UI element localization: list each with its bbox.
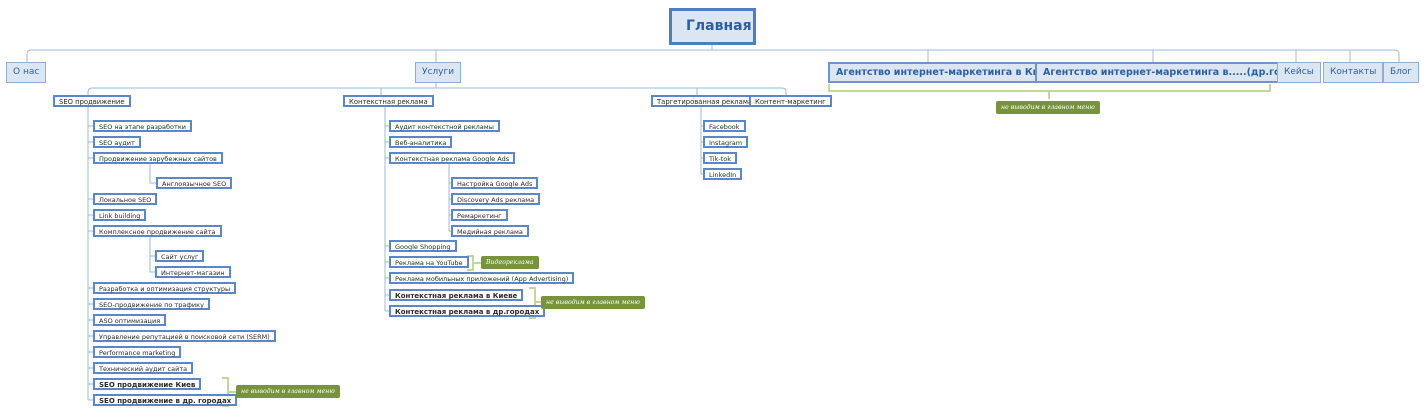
- seo-item[interactable]: Performance marketing: [93, 346, 182, 358]
- top-node-o-nas[interactable]: О нас: [6, 62, 47, 83]
- context-item[interactable]: Аудит контекстной рекламы: [389, 120, 500, 132]
- service-node-seo[interactable]: SEO продвижение: [53, 95, 131, 107]
- seo-item[interactable]: Сайт услуг: [155, 250, 205, 262]
- seo-item[interactable]: Управление репутацией в поисковой сети (…: [93, 330, 276, 342]
- seo-item[interactable]: Link building: [93, 209, 147, 221]
- context-item[interactable]: Веб-аналитика: [389, 136, 453, 148]
- top-node-keisy[interactable]: Кейсы: [1277, 62, 1321, 83]
- service-node-context[interactable]: Контекстная реклама: [343, 95, 434, 107]
- context-item[interactable]: Реклама на YouTube: [389, 256, 469, 268]
- service-node-content[interactable]: Контент-маркетинг: [749, 95, 832, 107]
- seo-item[interactable]: Технический аудит сайта: [93, 362, 194, 374]
- note-not-in-menu-seo: не выводим в главном меню: [236, 385, 340, 398]
- context-item[interactable]: Discovery Ads реклама: [451, 193, 541, 205]
- target-item-tiktok[interactable]: Tik-tok: [703, 152, 737, 164]
- note-not-in-menu-context: не выводим в главном меню: [541, 296, 645, 309]
- seo-item[interactable]: Продвижение зарубежных сайтов: [93, 152, 223, 164]
- root-node-glavnaya[interactable]: Главная: [669, 8, 756, 45]
- note-video: Видеореклама: [481, 256, 539, 269]
- context-item[interactable]: Медийная реклама: [451, 225, 529, 237]
- top-node-uslugi[interactable]: Услуги: [415, 62, 462, 83]
- note-not-in-menu-agency: не выводим в главном меню: [996, 101, 1100, 114]
- top-node-kontakty[interactable]: Контакты: [1323, 62, 1384, 83]
- target-item-instagram[interactable]: Instagram: [703, 136, 749, 148]
- top-node-blog[interactable]: Блог: [1383, 62, 1420, 83]
- seo-item[interactable]: Англоязычное SEO: [156, 177, 233, 189]
- context-item-kiev[interactable]: Контекстная реклама в Киеве: [389, 289, 524, 301]
- seo-item[interactable]: Комплексное продвижение сайта: [93, 225, 222, 237]
- context-item[interactable]: Google Shopping: [389, 240, 457, 252]
- seo-item[interactable]: SEO-продвижение по трафику: [93, 298, 210, 310]
- seo-item-kiev[interactable]: SEO продвижение Киев: [93, 378, 202, 390]
- seo-item[interactable]: ASO оптимизация: [93, 314, 167, 326]
- seo-item[interactable]: SEO на этапе разработки: [93, 120, 192, 132]
- context-item[interactable]: Реклама мобильных приложений (App Advert…: [389, 272, 575, 284]
- target-item-facebook[interactable]: Facebook: [703, 120, 746, 132]
- top-node-agency-kiev[interactable]: Агентство интернет-маркетинга в Киеве: [828, 62, 1067, 83]
- context-item[interactable]: Контекстная реклама Google Ads: [389, 152, 516, 164]
- context-item[interactable]: Настройка Google Ads: [451, 177, 539, 189]
- seo-item[interactable]: Локальное SEO: [93, 193, 158, 205]
- context-item-other-cities[interactable]: Контекстная реклама в др.городах: [389, 305, 546, 317]
- seo-item[interactable]: Разработка и оптимизация структуры: [93, 282, 237, 294]
- target-item-linkedin[interactable]: LinkedIn: [703, 168, 743, 180]
- seo-item[interactable]: Интернет-магазин: [155, 266, 231, 278]
- seo-item[interactable]: SEO аудит: [93, 136, 141, 148]
- service-node-target[interactable]: Таргетированная реклама: [651, 95, 759, 107]
- context-item[interactable]: Ремаркетинг: [451, 209, 508, 221]
- seo-item-other-cities[interactable]: SEO продвижение в др. городах: [93, 394, 238, 406]
